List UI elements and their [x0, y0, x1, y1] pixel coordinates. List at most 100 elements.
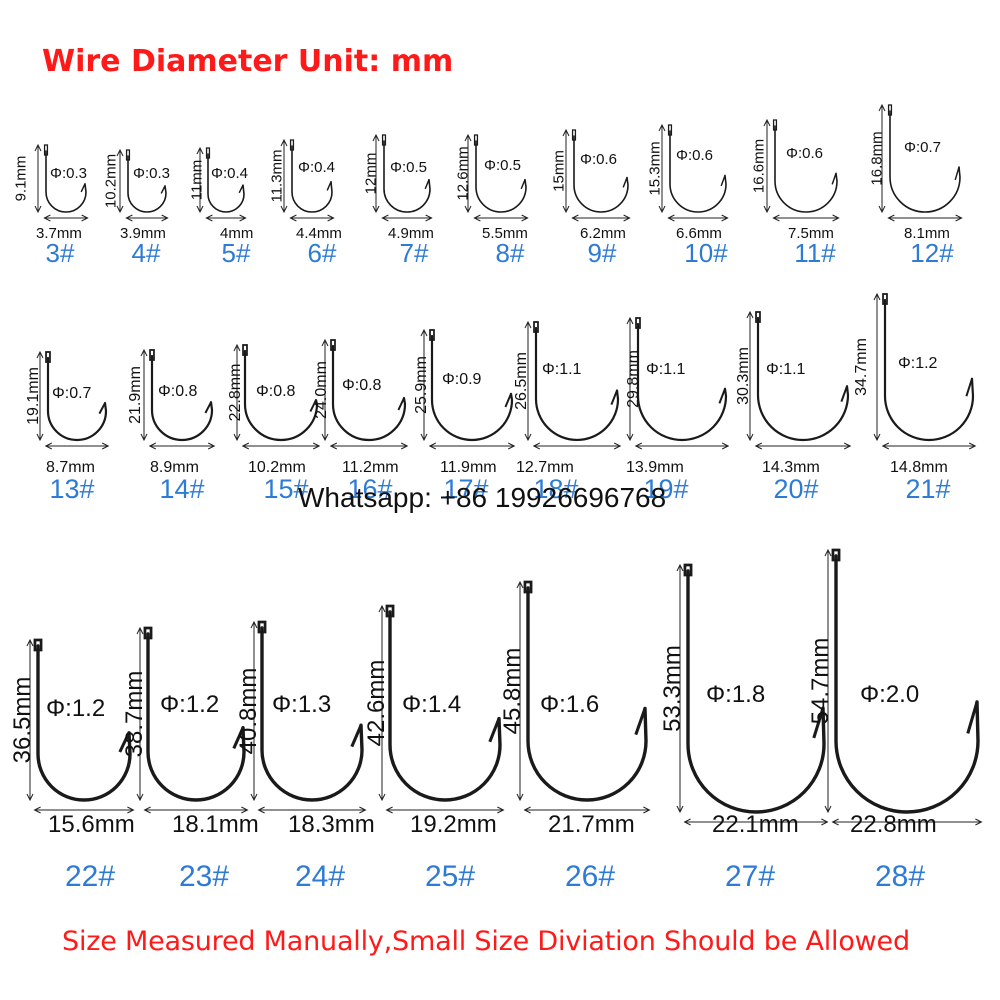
- arrow-head-icon: [36, 433, 44, 442]
- hook-size-label: 8#: [496, 238, 525, 268]
- hook-size-label: 16#: [347, 474, 392, 504]
- hook-height-label: 15mm: [551, 150, 568, 192]
- hook-wire-label: Φ:1.1: [646, 361, 686, 378]
- fishing-hook-icon: [243, 349, 319, 442]
- hook-eye-icon: [45, 351, 51, 363]
- hook-size-label: 23#: [179, 860, 229, 893]
- hook-width-label: 21.7mm: [548, 811, 635, 838]
- hook-barb-icon: [397, 397, 405, 411]
- hook-height-label: 34.7mm: [853, 338, 870, 396]
- arrow-head-icon: [821, 818, 829, 826]
- arrow-head-icon: [881, 442, 890, 450]
- hook-barb-icon: [309, 399, 317, 412]
- hook-height-label: 40.8mm: [235, 668, 262, 755]
- hook-width-label: 4mm: [220, 225, 253, 242]
- hook-barb-icon: [424, 179, 430, 190]
- hook-eye-icon: [533, 321, 539, 333]
- arrow-head-icon: [196, 205, 204, 214]
- hook-width-label: 11.2mm: [342, 459, 399, 476]
- fishing-hook-icon: [291, 145, 333, 213]
- hook-eye-icon: [205, 147, 211, 159]
- hook-barb-icon: [232, 727, 245, 750]
- arrow-head-icon: [233, 343, 241, 352]
- hook-barb-icon: [118, 732, 131, 753]
- page-title: Wire Diameter Unit: mm: [42, 44, 454, 79]
- hook-width-label: 18.3mm: [288, 811, 375, 838]
- hook-eye-icon: [523, 580, 533, 594]
- arrow-head-icon: [116, 148, 124, 157]
- arrow-head-icon: [824, 805, 832, 814]
- fishing-hook-icon: [475, 140, 527, 213]
- hook-width-label: 6.2mm: [580, 225, 626, 242]
- hook-barb-icon: [98, 402, 106, 415]
- hook-wire-label: Φ:1.2: [160, 691, 219, 718]
- hook-width-label: 8.9mm: [150, 459, 199, 476]
- fishing-hook-icon: [669, 130, 727, 213]
- hook-wire-label: Φ:1.2: [898, 355, 938, 372]
- fishing-hook-icon: [36, 644, 132, 802]
- hook-width-label: 10.2mm: [248, 459, 306, 476]
- fishing-hook-icon: [331, 344, 407, 442]
- arrow-head-icon: [425, 214, 433, 222]
- hook-wire-label: Φ:1.4: [402, 691, 461, 718]
- hook-barb-icon: [965, 378, 973, 397]
- arrow-head-icon: [116, 205, 124, 214]
- hook-barb-icon: [350, 724, 363, 748]
- hook-eye-icon: [683, 563, 693, 577]
- arrow-head-icon: [312, 442, 321, 450]
- arrow-head-icon: [205, 214, 213, 222]
- arrow-head-icon: [843, 442, 852, 450]
- hook-size-label: 3#: [46, 238, 75, 268]
- hook-size-label: 20#: [773, 474, 818, 504]
- fishing-hook-icon: [834, 554, 980, 814]
- fishing-hook-icon: [207, 153, 245, 213]
- hook-height-label: 38.7mm: [121, 671, 148, 758]
- arrow-head-icon: [676, 805, 684, 814]
- arrow-head-icon: [532, 442, 541, 450]
- arrow-head-icon: [626, 433, 634, 442]
- hook-height-label: 22.8mm: [227, 364, 244, 422]
- arrow-head-icon: [34, 205, 42, 214]
- arrow-head-icon: [125, 214, 133, 222]
- hook-height-label: 12.6mm: [455, 146, 472, 200]
- arrow-head-icon: [233, 433, 241, 442]
- arrow-head-icon: [321, 338, 329, 347]
- arrow-head-icon: [44, 442, 53, 450]
- hook-width-label: 4.9mm: [388, 225, 434, 242]
- hook-height-label: 26.5mm: [513, 352, 530, 410]
- arrow-head-icon: [516, 580, 524, 589]
- arrow-head-icon: [239, 214, 247, 222]
- hook-eye-icon: [667, 124, 673, 136]
- hook-height-label: 29.8mm: [625, 350, 642, 408]
- hook-eye-icon: [289, 139, 295, 151]
- hook-height-label: 21.9mm: [127, 366, 144, 424]
- arrow-head-icon: [746, 310, 754, 319]
- arrow-head-icon: [464, 133, 472, 142]
- hook-eye-icon: [381, 134, 387, 146]
- hook-size-label: 12#: [910, 238, 954, 268]
- hook-height-label: 11mm: [189, 160, 206, 201]
- hook-height-label: 24.0mm: [313, 361, 330, 419]
- arrow-head-icon: [140, 433, 148, 442]
- hook-height-label: 53.3mm: [659, 645, 686, 732]
- arrow-head-icon: [196, 146, 204, 155]
- hook-wire-label: Φ:1.1: [542, 361, 582, 378]
- hook-barb-icon: [326, 181, 332, 191]
- arrow-head-icon: [658, 123, 666, 132]
- hook-size-label: 21#: [905, 474, 950, 504]
- hook-barb-icon: [720, 175, 726, 187]
- arrow-head-icon: [623, 214, 631, 222]
- hook-height-label: 9.1mm: [13, 156, 30, 202]
- arrow-head-icon: [878, 205, 886, 214]
- arrow-head-icon: [887, 214, 895, 222]
- hook-width-label: 8.1mm: [904, 225, 950, 242]
- fishing-hook-icon: [756, 316, 850, 442]
- hook-height-label: 15.3mm: [647, 141, 664, 195]
- fishing-hook-icon: [774, 125, 838, 213]
